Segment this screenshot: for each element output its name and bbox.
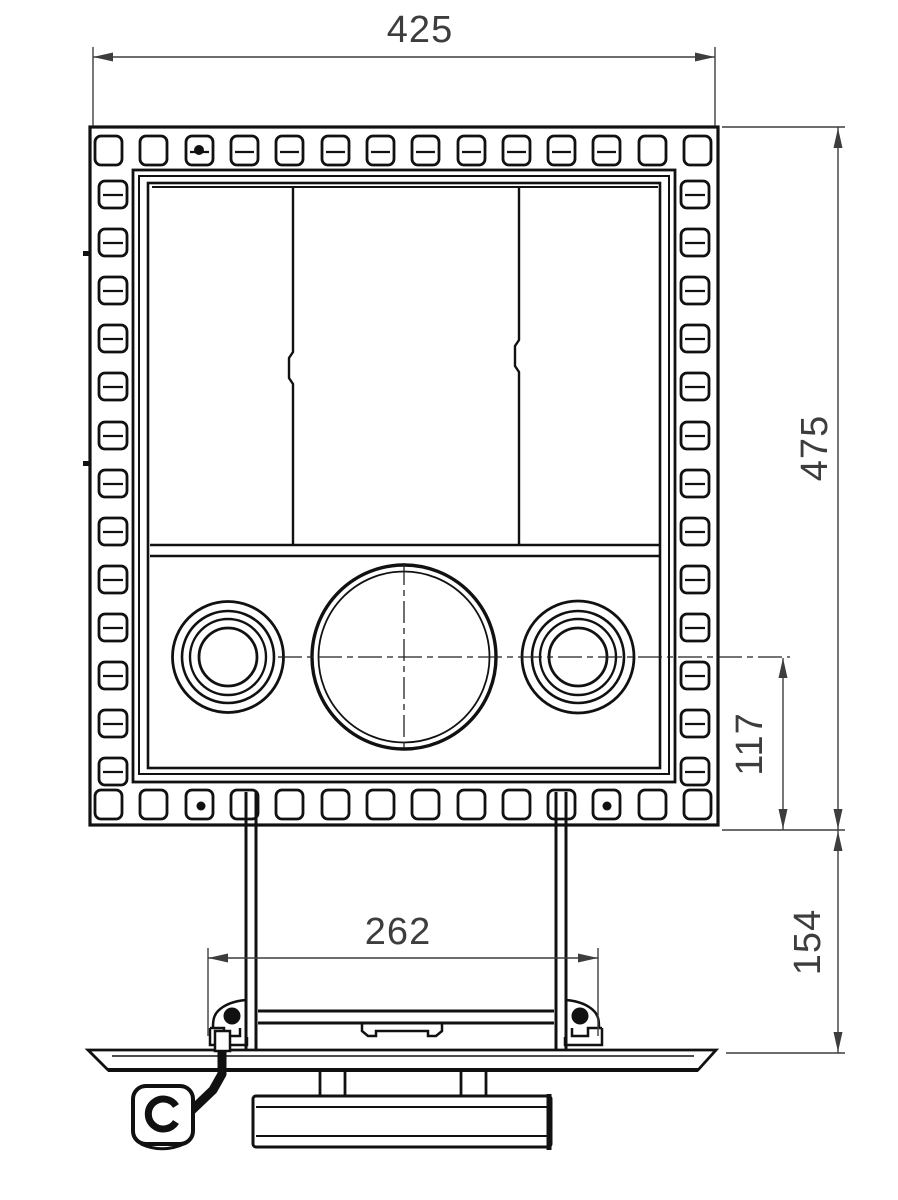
foot-right — [563, 998, 604, 1047]
centerlines — [278, 563, 790, 753]
dimension-overall-height: 475 — [722, 126, 845, 830]
dimension-flue-offset: 117 — [722, 658, 845, 831]
dim-label-262: 262 — [365, 911, 431, 953]
latch-tab — [360, 1023, 444, 1038]
ash-lip — [258, 1009, 554, 1038]
dim-label-425: 425 — [387, 9, 453, 51]
dim-label-475: 475 — [794, 415, 836, 481]
legs — [244, 792, 568, 1050]
pedestal-supports — [318, 1072, 488, 1096]
base-plate — [84, 1048, 720, 1072]
firebrick-joint-right — [513, 187, 521, 545]
mounting-holes-left — [97, 179, 129, 787]
mounting-holes-top — [93, 134, 713, 167]
dimension-foot-spacing: 262 — [207, 911, 599, 1036]
door-frame — [138, 175, 670, 775]
damper-rod — [185, 1029, 232, 1117]
firebrick-panels — [287, 187, 521, 545]
dimension-overall-width: 425 — [92, 9, 716, 126]
screw-mark — [602, 801, 612, 811]
dim-label-117: 117 — [729, 712, 771, 776]
arrowhead — [578, 953, 598, 963]
damper-knob — [131, 1084, 195, 1151]
rod-bracket — [213, 1029, 232, 1053]
arrowhead — [695, 52, 715, 62]
arrowhead — [833, 809, 843, 829]
arrowhead — [93, 52, 113, 62]
arrowhead — [778, 809, 788, 829]
foot-bolt — [223, 1007, 241, 1025]
mounting-holes-bottom — [93, 788, 713, 821]
flue-circle-left — [171, 600, 285, 714]
casting-tick — [83, 461, 91, 466]
knob-grip — [144, 1095, 179, 1133]
arrowhead — [833, 1032, 843, 1052]
ash-drawer-box — [251, 1094, 553, 1150]
arrowhead — [833, 831, 843, 851]
casting-tick — [83, 251, 91, 256]
dimension-base-height: 154 — [726, 830, 845, 1054]
mounting-holes-right — [679, 179, 711, 787]
screw-mark — [194, 145, 204, 155]
arrowhead — [833, 128, 843, 148]
outer-frame — [83, 125, 720, 827]
dim-label-154: 154 — [787, 909, 829, 975]
firebrick-joint-left — [287, 187, 295, 545]
arrowhead — [208, 953, 228, 963]
screw-mark — [196, 801, 206, 811]
arrowhead — [778, 658, 788, 678]
foot-bolt — [571, 1007, 589, 1025]
